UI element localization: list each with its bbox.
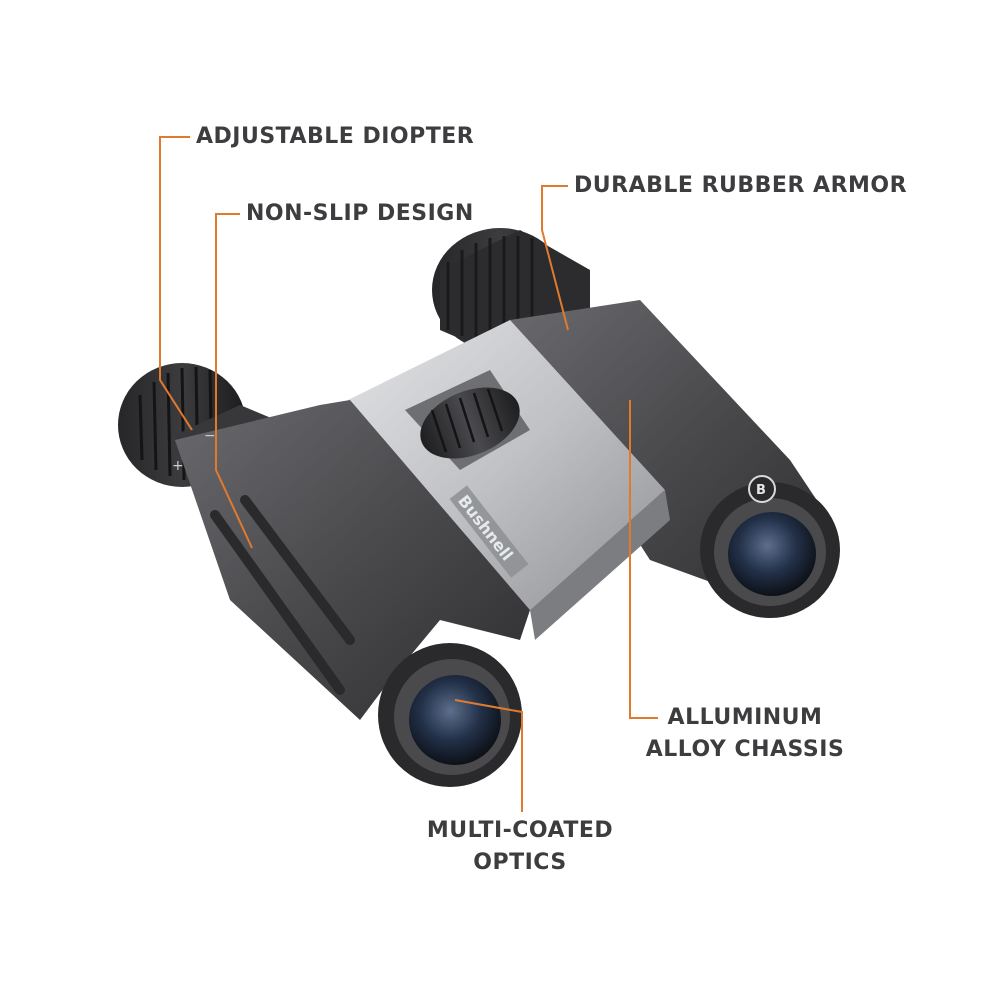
badge-letter: B (756, 483, 766, 498)
grip-grooves (210, 495, 355, 695)
leader-lines (159, 136, 658, 812)
callout-adjustable-diopter: ADJUSTABLE DIOPTER (196, 124, 475, 149)
diopter-plus-mark: + (172, 458, 184, 474)
left-barrel-armor (175, 400, 530, 720)
leader-non-slip (215, 213, 253, 549)
leader-rubber-armor (541, 185, 569, 331)
callout-multi-coated-optics: MULTI-COATED OPTICS (426, 818, 614, 875)
leader-chassis (629, 400, 658, 719)
right-objective-lens (700, 482, 840, 618)
callout-alluminum-alloy-chassis: ALLUMINUM ALLOY CHASSIS (645, 705, 845, 762)
diopter-minus-mark: − (204, 428, 216, 444)
callout-non-slip-design: NON-SLIP DESIGN (246, 201, 474, 226)
focus-knob (405, 370, 530, 470)
callout-durable-rubber-armor: DURABLE RUBBER ARMOR (574, 173, 908, 198)
aluminum-chassis (348, 320, 665, 610)
leader-optics (454, 699, 523, 812)
brand-badge (748, 475, 776, 503)
leader-diopter (159, 136, 193, 431)
left-objective-lens (378, 643, 522, 787)
